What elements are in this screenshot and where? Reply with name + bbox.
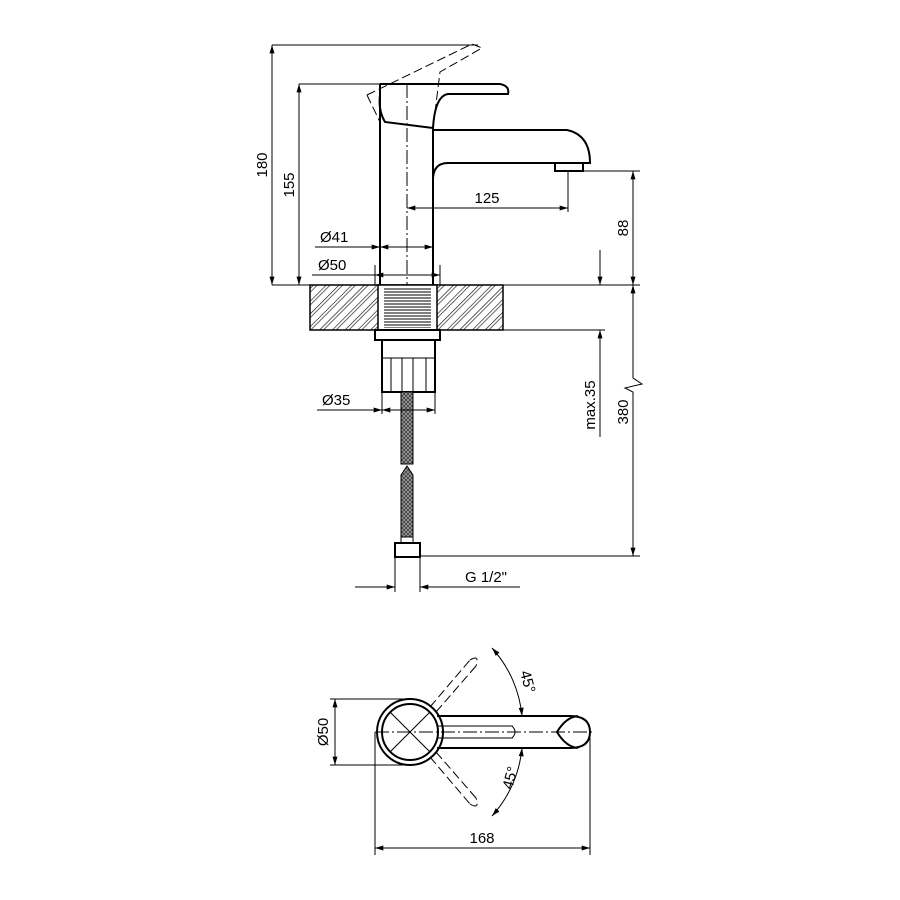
lever-raised-outline: [366, 43, 484, 129]
spout: [432, 128, 592, 181]
mounting-body: [381, 339, 436, 393]
dim-g-1-2: G 1/2": [465, 569, 507, 586]
dim-diameter-35: Ø35: [322, 392, 350, 409]
lever-handle: [378, 83, 510, 130]
flex-hose: [400, 465, 414, 538]
dim-88: 88: [615, 220, 632, 237]
lever-rotated-up: [429, 657, 478, 713]
top-view: Ø50 168 45° 45°: [315, 647, 595, 855]
flex-hose: [400, 391, 414, 465]
mounting-nut: [374, 329, 441, 341]
hose-fitting: [394, 542, 421, 558]
dim-180: 180: [254, 152, 271, 177]
dim-168: 168: [469, 830, 494, 847]
dim-max-35: max.35: [582, 380, 599, 429]
dim-380: 380: [615, 399, 632, 424]
lever-rotated-down: [429, 751, 478, 807]
aerator: [554, 162, 584, 172]
dim-125: 125: [474, 190, 499, 207]
front-view: 180 155 125 88 Ø41 Ø50 Ø35 max.35 380 G …: [254, 43, 644, 592]
dim-diameter-41: Ø41: [320, 229, 348, 246]
dim-diameter-50-top: Ø50: [315, 718, 332, 746]
dim-diameter-50: Ø50: [318, 257, 346, 274]
dim-angle-45-down: 45°: [499, 765, 521, 791]
dim-angle-45-up: 45°: [516, 669, 538, 695]
dim-155: 155: [281, 172, 298, 197]
